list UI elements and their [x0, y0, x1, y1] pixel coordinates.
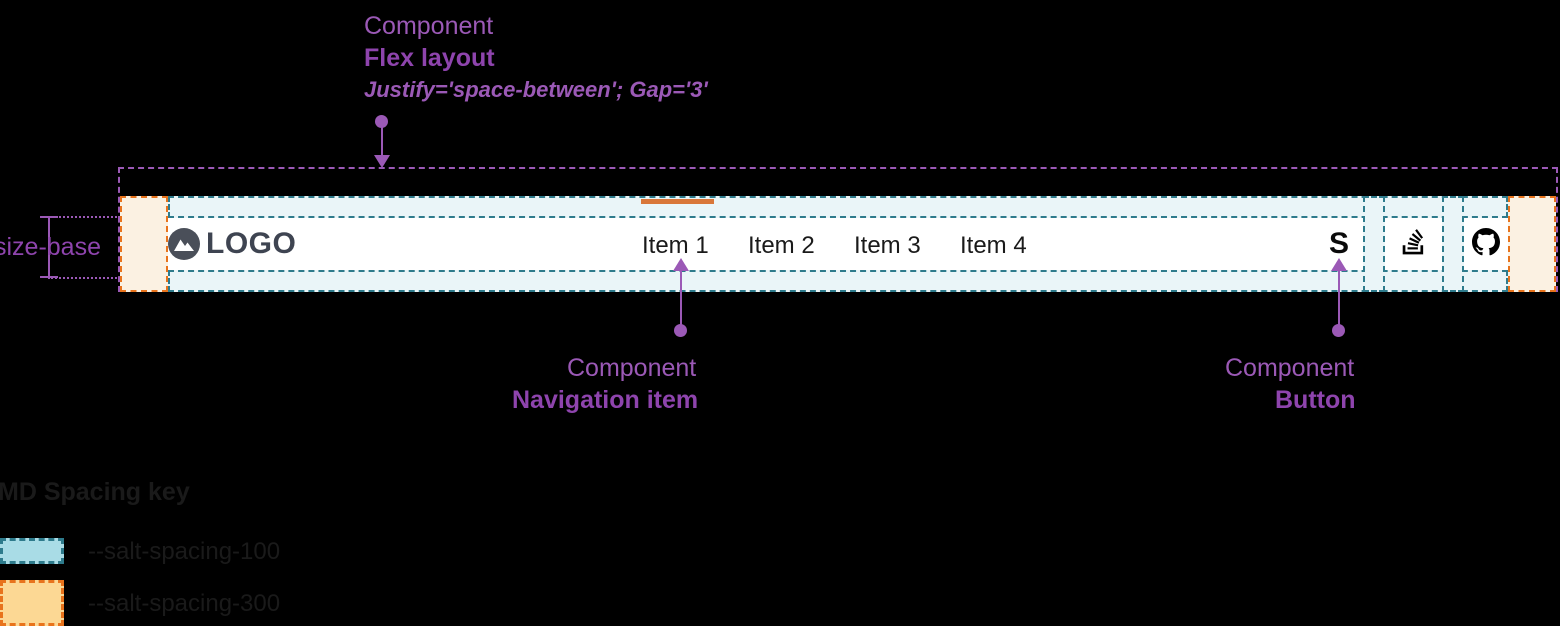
annotation-button-name: Button: [1275, 386, 1356, 414]
navigation-item-leader-arrow: [673, 258, 689, 271]
annotation-button: Component Button: [1225, 352, 1356, 416]
annotation-flex-layout-kind: Component: [364, 12, 494, 40]
spacing-100-gap-2: [1442, 196, 1464, 292]
annotation-flex-layout: Component Flex layout Justify='space-bet…: [364, 10, 708, 106]
annotation-button-kind: Component: [1225, 354, 1355, 382]
legend-label-spacing-300: --salt-spacing-300: [88, 590, 281, 617]
legend-swatch-spacing-100: [0, 538, 64, 564]
flex-layout-leader-dot: [375, 115, 388, 128]
flex-layout-leader-arrow: [374, 155, 390, 168]
logo-text: LOGO: [206, 227, 297, 260]
flex-layout-leader-stem: [381, 122, 383, 155]
stack-overflow-icon: [1401, 228, 1427, 261]
legend-label-spacing-100: --salt-spacing-100: [88, 538, 281, 565]
annotation-flex-layout-name: Flex layout: [364, 44, 495, 72]
github-icon: [1472, 227, 1500, 261]
annotation-flex-layout-props: Justify='space-between'; Gap='3': [364, 77, 708, 102]
annotation-navigation-item: Component Navigation item: [512, 352, 827, 416]
size-base-label: size-base: [0, 233, 101, 261]
navbar: LOGO Item 1 Item 2 Item 3 Item 4 S: [120, 196, 1556, 292]
spacing-300-left: [120, 196, 168, 292]
mountain-circle-logo-icon: [168, 228, 200, 260]
nav-item-2[interactable]: Item 2: [748, 232, 815, 259]
legend-title: MD Spacing key: [0, 478, 190, 506]
navigation-item-leader-dot: [674, 324, 687, 337]
size-base-dim-top-rule: [48, 216, 120, 218]
button-leader-dot: [1332, 324, 1345, 337]
logo[interactable]: LOGO: [168, 227, 296, 261]
nav-item-active-indicator: [641, 199, 714, 204]
stack-overflow-button[interactable]: [1385, 218, 1442, 270]
salt-s-icon: S: [1328, 227, 1349, 260]
nav-item-4[interactable]: Item 4: [960, 232, 1027, 259]
spacing-300-right: [1508, 196, 1556, 292]
spacing-100-bottom: [168, 270, 1508, 292]
nav-item-3[interactable]: Item 3: [854, 232, 921, 259]
size-base-dim-bottom-cap: [40, 276, 58, 278]
button-leader-stem: [1338, 271, 1340, 326]
size-base-dim-top-cap: [40, 216, 58, 218]
annotation-navigation-item-name: Navigation item: [512, 386, 699, 414]
legend-swatch-spacing-300: [0, 580, 64, 626]
size-base-dim-bar: [48, 216, 50, 278]
github-button[interactable]: [1464, 218, 1508, 270]
size-base-dim-bottom-rule: [48, 277, 120, 279]
salt-button[interactable]: S: [1315, 218, 1363, 270]
button-leader-arrow: [1331, 258, 1347, 271]
navigation-item-leader-stem: [680, 271, 682, 326]
spacing-100-gap-1: [1363, 196, 1385, 292]
nav-item-1[interactable]: Item 1: [642, 232, 709, 259]
annotation-navigation-item-kind: Component: [567, 354, 697, 382]
spacing-100-top: [168, 196, 1508, 218]
